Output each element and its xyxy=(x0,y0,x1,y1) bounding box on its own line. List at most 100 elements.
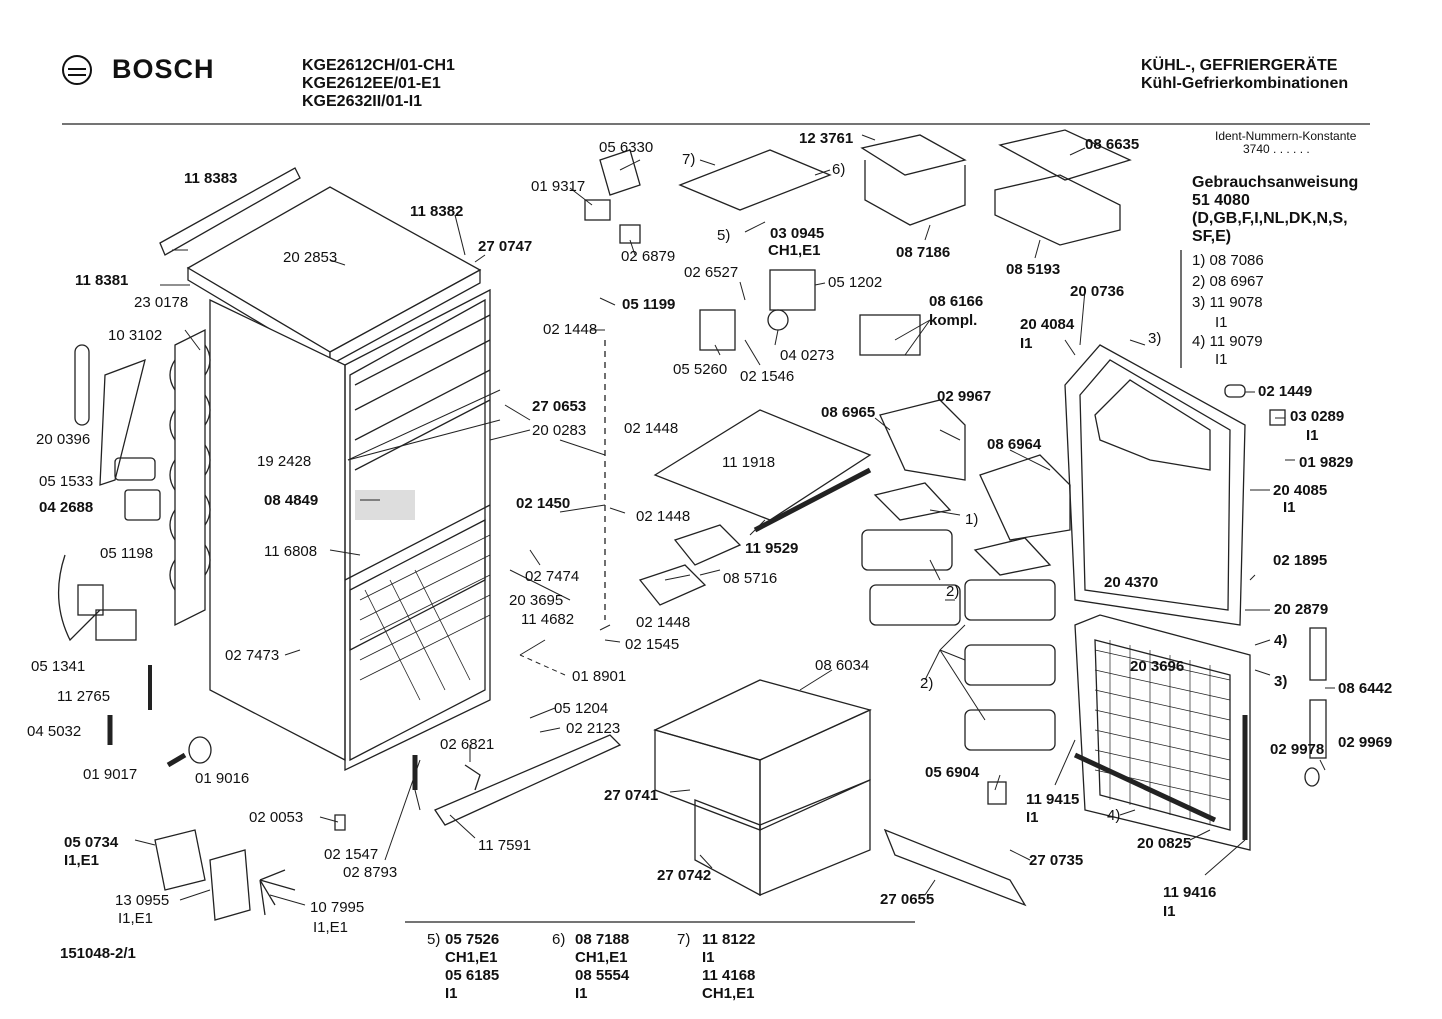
fridge-door xyxy=(1064,344,1246,626)
part-label: 27 0747 xyxy=(478,238,533,255)
manual-variant-region: I1 xyxy=(1215,351,1228,368)
handle-part xyxy=(1224,384,1246,398)
control-panel xyxy=(678,149,832,211)
bosch-armature-icon xyxy=(62,54,92,85)
cabinet xyxy=(159,167,491,772)
part-label: 11 7591 xyxy=(478,837,532,854)
part-label: 05 1202 xyxy=(828,274,883,291)
manual-variant: 1) 08 7086 xyxy=(1192,252,1264,269)
footnote-key: 7) xyxy=(677,931,691,948)
footnote-line: I1 xyxy=(445,985,458,1002)
part-label: 05 5260 xyxy=(673,361,728,378)
footnote-line: 05 7526 xyxy=(445,931,500,948)
part-label-region: I1 xyxy=(1026,809,1039,826)
egg-tray xyxy=(973,537,1052,576)
part-label: 02 0053 xyxy=(249,809,304,826)
part-label: 20 4085 xyxy=(1273,482,1328,499)
footnote-line: CH1,E1 xyxy=(702,985,755,1002)
variant-marker: 4) xyxy=(1107,807,1121,824)
part-label: 02 1545 xyxy=(625,636,680,653)
part-label: 20 3695 xyxy=(509,592,564,609)
part-label: 04 5032 xyxy=(27,723,82,740)
footnote-line: 08 7188 xyxy=(575,931,630,948)
part-label-region: I1 xyxy=(1020,335,1033,352)
part-label: 19 2428 xyxy=(257,453,312,470)
bottle-shelf xyxy=(883,828,1027,907)
manual-languages: SF,E) xyxy=(1192,228,1232,245)
part-label: 03 0289 xyxy=(1290,408,1345,425)
ice-tray xyxy=(860,134,967,176)
part-label: 02 1895 xyxy=(1273,552,1328,569)
glass-shelf xyxy=(653,409,872,521)
part-label: 11 9529 xyxy=(745,540,799,557)
clip-part xyxy=(114,457,156,481)
part-label: 08 7186 xyxy=(896,244,951,261)
hinge-plate xyxy=(1309,699,1327,759)
leader-lines xyxy=(134,134,1335,906)
part-label: 11 1918 xyxy=(722,454,776,471)
part-label: 08 6442 xyxy=(1338,680,1393,697)
ice-box xyxy=(864,160,966,226)
door-shelf xyxy=(964,579,1056,621)
category-title: KÜHL-, GEFRIERGERÄTE xyxy=(1141,57,1338,74)
manual-title: Gebrauchsanweisung xyxy=(1192,174,1359,191)
ice-pack xyxy=(673,524,742,566)
door-shelf xyxy=(964,709,1056,751)
variant-marker: 2) xyxy=(946,583,960,600)
part-label: 01 8901 xyxy=(572,668,627,685)
part-label: 02 6879 xyxy=(621,248,676,265)
gasket-grid xyxy=(1094,640,1231,825)
part-label: 27 0742 xyxy=(657,867,712,884)
part-label: 02 1546 xyxy=(740,368,795,385)
bosch-logo: BOSCH xyxy=(62,54,215,85)
stopper-part xyxy=(987,781,1007,805)
part-label: 01 9016 xyxy=(195,770,250,787)
part-label: 27 0653 xyxy=(532,398,587,415)
footnote-key: 5) xyxy=(427,931,441,948)
part-label: 01 9017 xyxy=(83,766,138,783)
part-label-region: I1 xyxy=(1283,499,1296,516)
part-label: 02 9978 xyxy=(1270,741,1325,758)
fan-blade xyxy=(259,869,296,916)
bulb-part xyxy=(767,309,789,331)
part-label: 02 7474 xyxy=(525,568,580,585)
door-rack xyxy=(879,399,966,481)
pin-part xyxy=(166,752,187,768)
part-label: 20 0396 xyxy=(36,431,91,448)
lamp-cover xyxy=(769,269,816,311)
part-label-region: I1,E1 xyxy=(64,852,100,869)
part-label: 02 1448 xyxy=(543,321,598,338)
part-label: 05 6330 xyxy=(599,139,654,156)
shelf-trim xyxy=(753,467,872,533)
knob-holder xyxy=(599,149,641,196)
part-label: 20 0736 xyxy=(1070,283,1125,300)
part-label: 02 1448 xyxy=(636,508,691,525)
part-label: 02 7473 xyxy=(225,647,280,664)
part-label-region: I1,E1 xyxy=(313,919,349,936)
tray xyxy=(994,174,1121,246)
part-label: 20 0825 xyxy=(1137,835,1192,852)
part-label: 11 9416 xyxy=(1163,884,1217,901)
part-label: 20 0283 xyxy=(532,422,587,439)
brand-name: BOSCH xyxy=(112,54,215,84)
door-shelf xyxy=(861,529,953,571)
vent-grille xyxy=(434,734,622,826)
part-label: 23 0178 xyxy=(134,294,189,311)
lever-part xyxy=(464,764,481,791)
part-label: 20 4370 xyxy=(1104,574,1159,591)
part-label: 05 0734 xyxy=(64,834,119,851)
part-label: 02 2123 xyxy=(566,720,621,737)
part-label: 05 1341 xyxy=(31,658,86,675)
cable-part xyxy=(57,554,101,642)
part-label: 27 0741 xyxy=(604,787,659,804)
model-number: KGE2612EE/01-E1 xyxy=(302,75,441,92)
part-label: 13 0955 xyxy=(115,892,170,909)
part-label: 11 8381 xyxy=(75,272,129,289)
variant-marker: 4) xyxy=(1274,632,1288,649)
drawing-number: 151048-2/1 xyxy=(60,945,136,962)
part-label: 10 3102 xyxy=(108,327,163,344)
manual-variant-region: I1 xyxy=(1215,314,1228,331)
part-label: 27 0655 xyxy=(880,891,935,908)
part-label: 08 6166 xyxy=(929,293,984,310)
